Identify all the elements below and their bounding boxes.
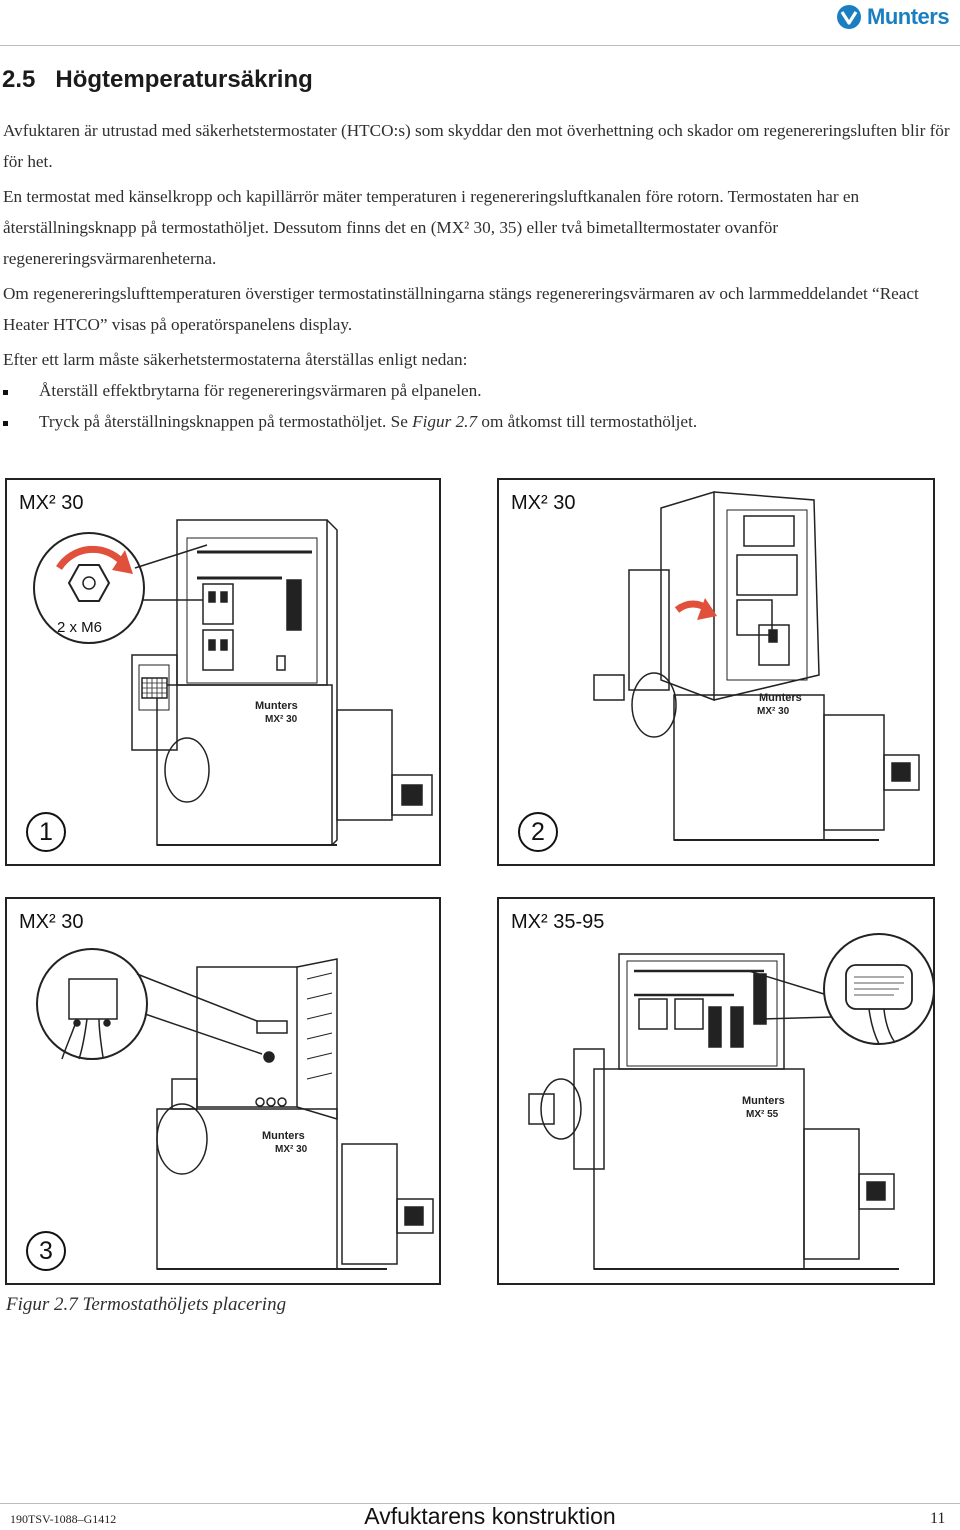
footer-rule (0, 1503, 960, 1504)
munters-m-icon (837, 5, 861, 29)
bullet-text: Återställ effektbrytarna för regenererin… (39, 381, 482, 400)
unit-badge: Munters MX² 30 (262, 1130, 308, 1155)
logo-text: Munters (867, 4, 950, 29)
section-title: Högtemperatursäkring (55, 66, 313, 93)
unit-badge-model: MX² 30 (757, 706, 790, 717)
body-text: Avfuktaren är utrustad med säkerhetsterm… (3, 115, 953, 437)
dehumidifier-drawing: Munters MX² 30 (36, 948, 434, 1270)
bullet-text: om åtkomst till termostathöljet. (477, 412, 698, 431)
figure-panel-3: MX² 30 M (5, 897, 441, 1285)
figure-panel-2: MX² 30 Munters MX² 30 (497, 478, 935, 866)
paragraph: En termostat med känselkropp och kapillä… (3, 187, 860, 268)
dehumidifier-drawing: Munters MX² 30 2 x M6 (33, 519, 433, 846)
figure-reference-link[interactable]: Figur 2.7 (412, 412, 478, 431)
unit-badge-brand: Munters (255, 700, 298, 712)
list-item: Återställ effektbrytarna för regenererin… (3, 375, 953, 406)
bullet-square-icon (3, 390, 8, 395)
munters-logo: Munters (836, 2, 960, 32)
page-number: 11 (930, 1510, 946, 1527)
bullet-text: Tryck på återställningsknappen på termos… (39, 412, 413, 431)
bullet-square-icon (3, 421, 8, 426)
unit-badge-brand: Munters (742, 1095, 785, 1107)
unit-badge-model: MX² 55 (746, 1109, 779, 1120)
paragraph: Efter ett larm måste säkerhetstermostate… (3, 350, 468, 369)
unit-badge: Munters MX² 30 (255, 700, 298, 725)
figure-panel-1: MX² 30 (5, 478, 441, 866)
chapter-title: Avfuktarens konstruktion (364, 1503, 616, 1529)
paragraph: Avfuktaren är utrustad med säkerhetsterm… (3, 121, 950, 171)
dehumidifier-drawing: Munters MX² 30 (593, 490, 920, 841)
paragraph: Om regenereringslufttemperaturen översti… (3, 284, 919, 334)
header-rule (0, 45, 960, 46)
bullet-list: Återställ effektbrytarna för regenererin… (3, 375, 953, 437)
step-number-2: 2 (518, 812, 558, 852)
panel-label: MX² 30 (19, 492, 84, 514)
panel-label: MX² 35-95 (511, 911, 605, 933)
panel-label: MX² 30 (19, 911, 84, 933)
step-number-3: 3 (26, 1231, 66, 1271)
unit-badge: Munters MX² 30 (757, 692, 802, 717)
dehumidifier-drawing: Munters MX² 55 (528, 933, 933, 1270)
unit-badge-model: MX² 30 (265, 714, 298, 725)
section-number: 2.5 (2, 66, 36, 93)
list-item: Tryck på återställningsknappen på termos… (3, 406, 953, 437)
figure-caption: Figur 2.7 Termostathöljets placering (6, 1294, 287, 1315)
unit-badge-brand: Munters (759, 692, 802, 704)
step-number-1: 1 (26, 812, 66, 852)
unit-badge-model: MX² 30 (275, 1144, 308, 1155)
callout-label: 2 x M6 (57, 619, 102, 636)
panel-label: MX² 30 (511, 492, 576, 514)
unit-badge-brand: Munters (262, 1130, 305, 1142)
figure-panel-4: MX² 35-95 (497, 897, 935, 1285)
document-id: 190TSV-1088–G1412 (10, 1512, 117, 1526)
section-heading: 2.5 Högtemperatursäkring (2, 66, 313, 94)
unit-badge: Munters MX² 55 (742, 1095, 785, 1120)
